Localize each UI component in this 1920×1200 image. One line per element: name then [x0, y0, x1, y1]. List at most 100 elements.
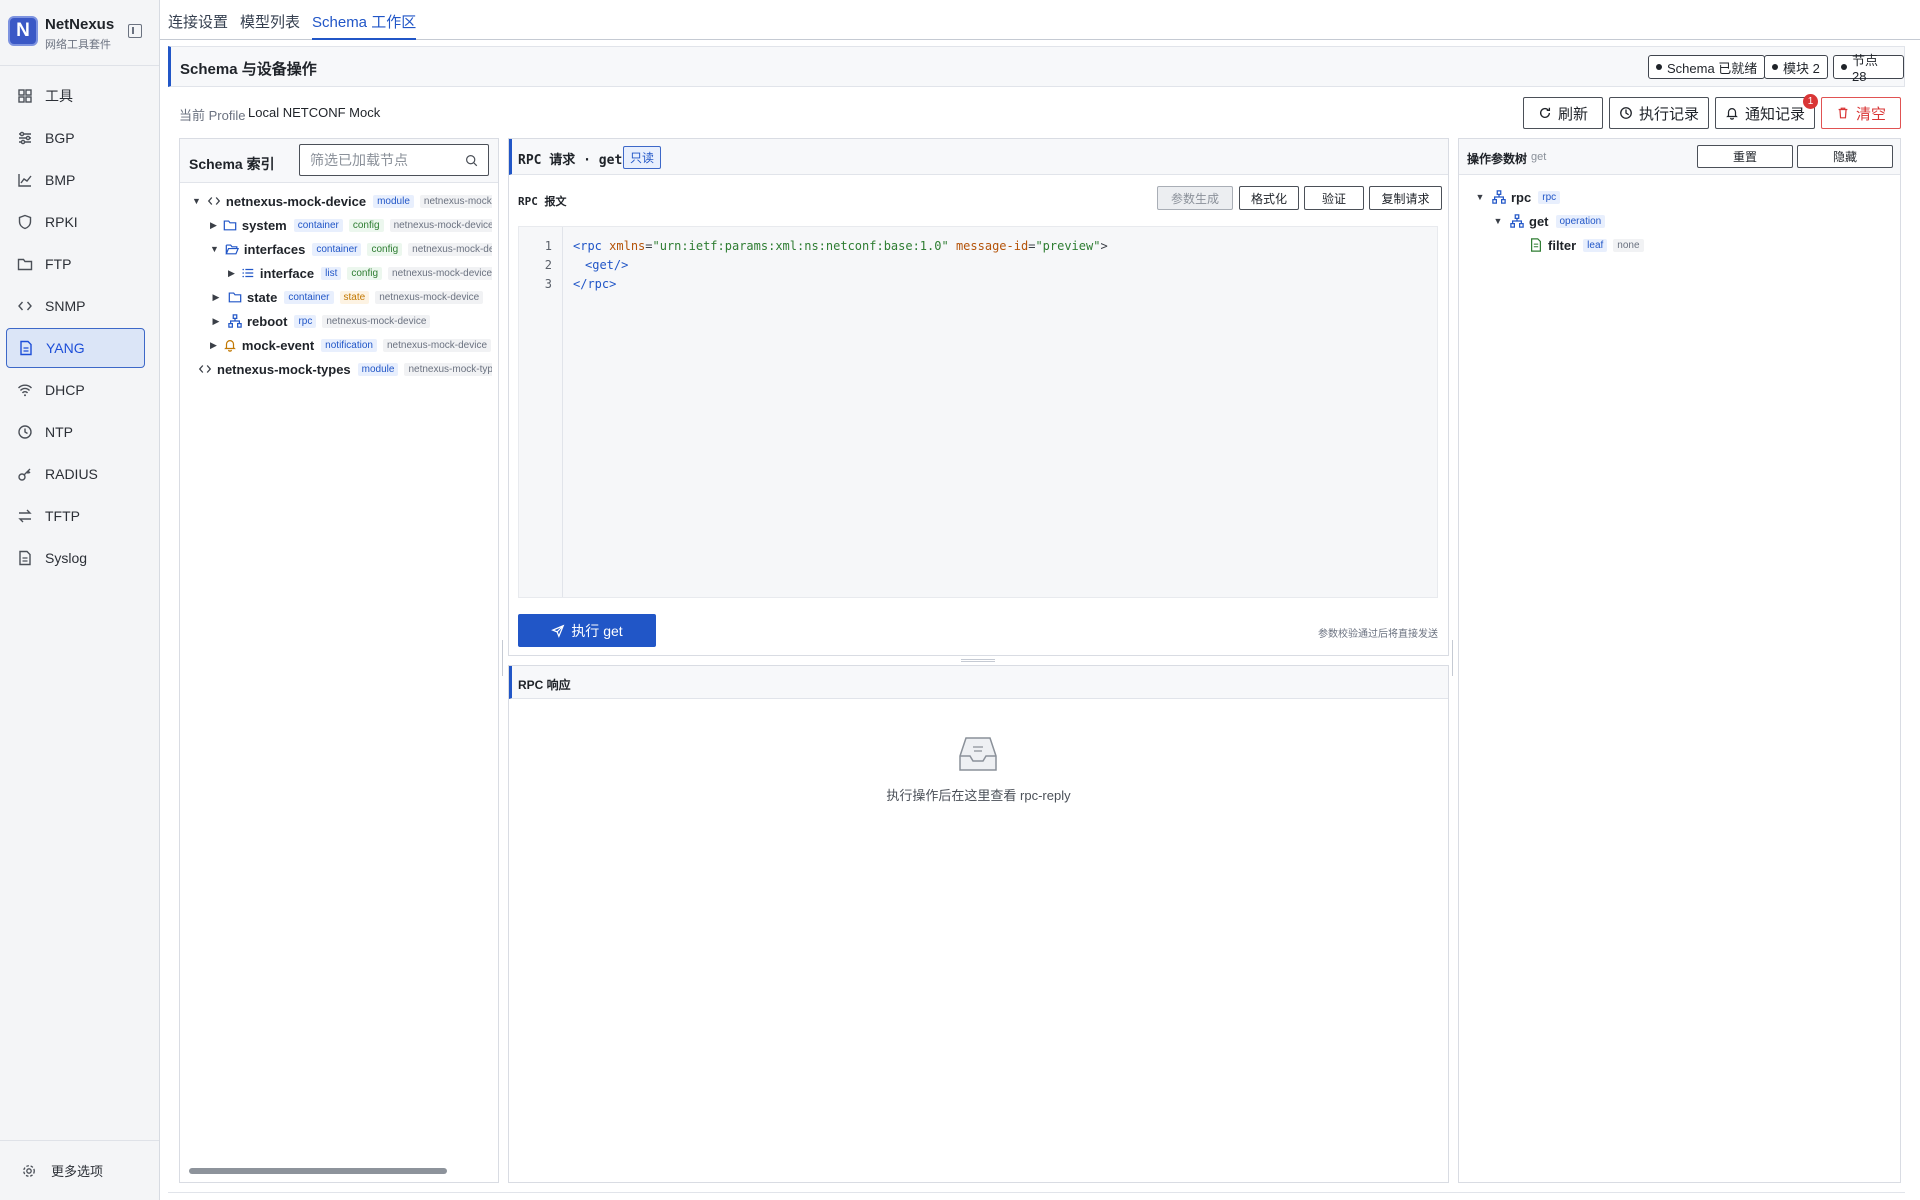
file-icon [19, 550, 31, 566]
sidebar-item-label: YANG [46, 340, 85, 356]
node-tag: netnexus-mock-device [322, 314, 431, 328]
reset-button[interactable]: 重置 [1697, 145, 1793, 168]
node-tag: config [347, 266, 383, 280]
sidebar-item-dhcp[interactable]: DHCP [6, 370, 145, 410]
history-button[interactable]: 执行记录 [1609, 97, 1709, 129]
tree-node-name: netnexus-mock-device [225, 193, 367, 209]
sidebar-item-label: FTP [45, 256, 72, 272]
node-tag: list [321, 266, 342, 280]
sidebar-item-yang[interactable]: YANG [6, 328, 145, 368]
sidebar-item-tftp[interactable]: TFTP [6, 496, 145, 536]
bell-icon [224, 340, 236, 352]
sidebar-item-snmp[interactable]: SNMP [6, 286, 145, 326]
vertical-split-handle[interactable] [961, 659, 995, 662]
rpc-request-panel: RPC 请求 · get 只读 RPC 报文 参数生成 格式化 验证 复制请求 … [508, 138, 1449, 656]
generate-params-button[interactable]: 参数生成 [1157, 186, 1233, 210]
schema-index-header: Schema 索引 [180, 139, 498, 183]
left-resize-handle[interactable] [502, 640, 503, 676]
sidebar-item-syslog[interactable]: Syslog [6, 538, 145, 578]
app-logo: N [8, 16, 38, 46]
param-tree-subtitle: get [1531, 151, 1547, 163]
sidebar-item-label: DHCP [45, 382, 85, 398]
sidebar-item-label: BMP [45, 172, 76, 188]
sidebar-item-bmp[interactable]: BMP [6, 160, 145, 200]
expanded-caret-icon[interactable]: ▼ [1475, 192, 1485, 202]
tree-node-name: mock-event [241, 337, 315, 353]
folder-icon [17, 258, 33, 271]
collapsed-caret-icon[interactable]: ▶ [210, 339, 217, 350]
more-options-button[interactable]: 更多选项 [0, 1140, 159, 1200]
readonly-badge: 只读 [623, 146, 662, 169]
collapsed-caret-icon[interactable]: ▶ [212, 315, 220, 326]
refresh-button[interactable]: 刷新 [1523, 97, 1603, 129]
top-tabs: 连接设置 模型列表 Schema 工作区 [160, 0, 1920, 40]
collapsed-caret-icon[interactable]: ▶ [212, 291, 220, 302]
clear-button[interactable]: 清空 [1821, 97, 1901, 129]
right-resize-handle[interactable] [1452, 640, 1453, 676]
sliders-icon [19, 131, 31, 145]
folder-open-icon [225, 244, 239, 255]
node-tag: config [367, 242, 403, 256]
sidebar-item-label: TFTP [45, 508, 80, 524]
expanded-caret-icon[interactable]: ▼ [210, 244, 219, 254]
schema-filter-input[interactable] [310, 151, 460, 169]
param-node-get[interactable]: ▼ get operation [1492, 211, 1611, 231]
param-tree-header: 操作参数树 get 重置 隐藏 [1459, 139, 1900, 175]
hide-button[interactable]: 隐藏 [1797, 145, 1893, 168]
expanded-caret-icon[interactable]: ▼ [1493, 216, 1503, 226]
module-count-badge: 模块 2 [1764, 55, 1828, 79]
send-icon [551, 624, 565, 638]
sidebar-item-rpki[interactable]: RPKI [6, 202, 145, 242]
tab-model-list[interactable]: 模型列表 [240, 14, 301, 31]
format-button[interactable]: 格式化 [1239, 186, 1299, 210]
sidebar-item-radius[interactable]: RADIUS [6, 454, 145, 494]
rpc-message-label: RPC 报文 [518, 195, 567, 208]
rpc-code-editor[interactable]: 1 2 3 <rpc xmlns="urn:ietf:params:xml:ns… [518, 226, 1438, 598]
validate-button[interactable]: 验证 [1304, 186, 1364, 210]
execute-get-button[interactable]: 执行 get [518, 614, 656, 647]
param-node-filter[interactable]: filter leaf none [1529, 235, 1650, 255]
execute-hint: 参数校验通过后将直接发送 [1318, 629, 1438, 640]
node-tag: netnexus-mock-device [419, 194, 492, 208]
tree-horizontal-scrollbar[interactable] [189, 1168, 447, 1174]
notifications-button[interactable]: 通知记录 [1715, 97, 1815, 129]
tree-node-netnexus-mock-device[interactable]: ▼ netnexus-mock-device module netnexus-mock… [192, 191, 492, 211]
status-dot-icon [1841, 64, 1847, 70]
inbox-icon [959, 737, 997, 771]
collapsed-caret-icon[interactable]: ▶ [228, 267, 235, 278]
param-node-rpc[interactable]: ▼ rpc rpc [1474, 187, 1566, 207]
sidebar-item-bgp[interactable]: BGP [6, 118, 145, 158]
schema-index-panel: Schema 索引 ▼ netnexus-mock-device module net… [179, 138, 499, 1183]
tab-connection-settings[interactable]: 连接设置 [168, 14, 229, 31]
collapsed-caret-icon[interactable]: ▶ [210, 219, 217, 230]
profile-label: 当前 Profile [179, 108, 246, 123]
copy-request-button[interactable]: 复制请求 [1369, 186, 1442, 210]
section-header: Schema 与设备操作 Schema 已就绪 模块 2 节点 28 [168, 46, 1905, 87]
line-number-gutter: 1 2 3 [519, 227, 563, 597]
sidebar-item-ftp[interactable]: FTP [6, 244, 145, 284]
sidebar-item-label: BGP [45, 130, 75, 146]
expanded-caret-icon[interactable]: ▼ [192, 196, 201, 206]
sidebar-collapse-icon[interactable] [128, 24, 142, 38]
node-tag: container [312, 242, 362, 256]
node-tag: module [373, 194, 414, 208]
rpc-response-title: RPC 响应 [518, 678, 571, 692]
node-tag: netnexus-mock-device [388, 266, 492, 280]
sidebar-item-label: SNMP [45, 298, 86, 314]
sidebar-item-ntp[interactable]: NTP [6, 412, 145, 452]
rpc-request-title: RPC 请求 · get [518, 153, 623, 168]
tab-schema-workspace[interactable]: Schema 工作区 [312, 11, 417, 40]
tree-node-name: state [247, 289, 278, 305]
schema-index-title: Schema 索引 [189, 156, 275, 172]
brand-name: NetNexus [45, 16, 115, 33]
sidebar-item-工具[interactable]: 工具 [6, 76, 145, 116]
param-tree-panel: 操作参数树 get 重置 隐藏 ▼ rpc rpc ▼ get operatio… [1458, 138, 1901, 1183]
